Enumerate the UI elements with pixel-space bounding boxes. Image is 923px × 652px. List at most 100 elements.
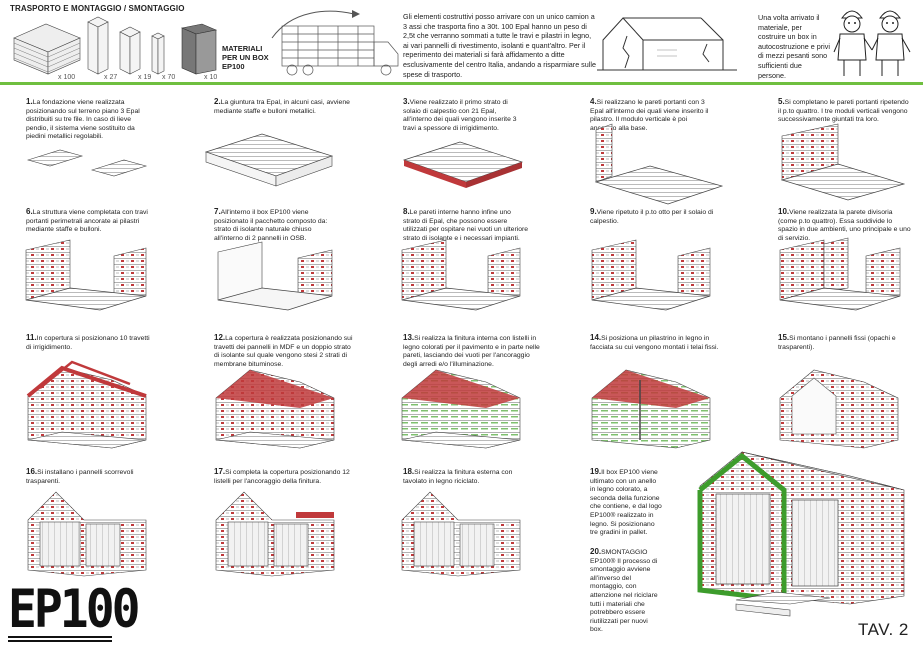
step-number: 14.	[590, 333, 602, 342]
step-2: 2.La giuntura tra Epal, in alcuni casi, …	[214, 97, 354, 116]
step-19: 19.Il box EP100 viene ultimato con un an…	[590, 467, 662, 538]
battens-drawing	[151, 32, 165, 75]
step-2-drawing	[204, 133, 334, 187]
step-text: Viene realizzata la parete divisoria (co…	[778, 209, 911, 242]
step-9-drawing	[591, 239, 711, 311]
step-17: 17.Si completa la copertura posizionando…	[214, 467, 354, 486]
qty-pallets: x 100	[58, 74, 76, 81]
step-number: 10.	[778, 207, 790, 216]
step-text: La fondazione viene realizzata posiziona…	[26, 99, 140, 141]
sheet-number: TAV. 2	[858, 620, 909, 639]
step-15: 15.Si montano i pannelli fissi (opachi e…	[778, 333, 908, 352]
step-1-drawing	[26, 149, 148, 177]
step-text: Si realizzano le pareti portanti con 3 E…	[590, 99, 709, 132]
step-number: 9.	[590, 207, 597, 216]
header-divider	[0, 82, 923, 85]
step-number: 3.	[403, 97, 410, 106]
step-text: Viene ripetuto il p.to otto per il solai…	[590, 209, 714, 225]
step-18: 18.Si realizza la finitura esterna con t…	[403, 467, 529, 486]
step-text: Viene realizzato il primo strato di sola…	[403, 99, 517, 132]
step-10-drawing	[779, 237, 901, 311]
step-18-drawing	[401, 491, 521, 577]
step-3-drawing	[402, 141, 524, 188]
ep100-logo: EP100	[8, 578, 141, 644]
step-number: 4.	[590, 97, 597, 106]
step-number: 15.	[778, 333, 790, 342]
step-number: 11.	[26, 333, 37, 342]
step-6: 6.La struttura viene completata con trav…	[26, 207, 150, 235]
step-8-drawing	[401, 239, 521, 311]
step-11-drawing	[26, 360, 147, 449]
step-text: In copertura si posizionano 10 travetti …	[26, 335, 150, 351]
step-number: 13.	[403, 333, 415, 342]
step-text: Si completa la copertura posizionando 12…	[214, 469, 350, 485]
step-text: Si completano le pareti portanti ripeten…	[778, 99, 909, 124]
step-text: La struttura viene completata con travi …	[26, 209, 148, 234]
step-13: 13.Si realizza la finitura interna con l…	[403, 333, 543, 369]
step-5: 5.Si completano le pareti portanti ripet…	[778, 97, 912, 125]
step-number: 12.	[214, 333, 226, 342]
post-stack-drawing	[119, 26, 141, 75]
step-3: 3.Viene realizzato il primo strato di so…	[403, 97, 527, 133]
header-band: TRASPORTO E MONTAGGIO / SMONTAGGIO x 100…	[0, 0, 923, 88]
step-number: 5.	[778, 97, 785, 106]
step-14: 14.Si posiziona un pilastrino in legno i…	[590, 333, 726, 352]
self-build-paragraph: Una volta arrivato il materiale, per cos…	[758, 13, 830, 80]
step-4: 4.Si realizzano le pareti portanti con 3…	[590, 97, 714, 133]
step-text: All'interno il box EP100 viene posiziona…	[214, 209, 328, 242]
step-text: Le pareti interne hanno infine uno strat…	[403, 209, 529, 242]
step-7-drawing	[217, 241, 333, 311]
qty-panels: x 10	[204, 74, 218, 81]
step-text: Si posiziona un pilastrino in legno in f…	[590, 335, 719, 351]
step-12: 12.La copertura è realizzata posizionand…	[214, 333, 356, 369]
step-19-final-box-drawing	[697, 451, 905, 617]
qty-beams: x 27	[104, 74, 118, 81]
step-number: 17.	[214, 467, 226, 476]
section-title: TRASPORTO E MONTAGGIO / SMONTAGGIO	[10, 4, 185, 13]
step-20: 20.SMONTAGGIO EP100® Il processo di smon…	[590, 547, 662, 635]
step-number: 16.	[26, 467, 38, 476]
step-text: La giuntura tra Epal, in alcuni casi, av…	[214, 99, 350, 115]
step-11: 11.In copertura si posizionano 10 travet…	[26, 333, 152, 352]
step-8: 8.Le pareti interne hanno infine uno str…	[403, 207, 529, 243]
step-text: Si realizza la finitura esterna con tavo…	[403, 469, 513, 485]
step-number: 7.	[214, 207, 221, 216]
step-text: Si installano i pannelli scorrevoli tras…	[26, 469, 134, 485]
step-17-drawing	[215, 491, 335, 577]
step-text: Si montano i pannelli fissi (opachi e tr…	[778, 335, 896, 351]
step-number: 18.	[403, 467, 415, 476]
step-13-drawing	[401, 369, 521, 449]
step-text: SMONTAGGIO EP100® Il processo di smontag…	[590, 549, 658, 634]
step-14-drawing	[591, 369, 711, 449]
qty-posts: x 19	[138, 74, 152, 81]
logo-text: EP100	[8, 578, 141, 641]
step-12-drawing	[215, 369, 335, 449]
step-number: 6.	[26, 207, 33, 216]
step-number: 20.	[590, 547, 602, 556]
step-number: 8.	[403, 207, 410, 216]
truck-drawing	[271, 10, 399, 76]
workers-icon	[833, 10, 911, 76]
beam-stack-drawing	[87, 16, 109, 75]
step-9: 9.Viene ripetuto il p.to otto per il sol…	[590, 207, 716, 226]
step-16: 16.Si installano i pannelli scorrevoli t…	[26, 467, 150, 486]
logo-pallet-base	[8, 636, 112, 642]
panel-stack-drawing	[180, 23, 218, 75]
transport-paragraph: Gli elementi costruttivi posso arrivare …	[403, 12, 596, 79]
step-text: Il box EP100 viene ultimato con un anell…	[590, 469, 662, 537]
materials-label: MATERIALI PER UN BOX EP100	[222, 44, 269, 71]
step-number: 1.	[26, 97, 33, 106]
step-4-drawing	[594, 123, 724, 205]
step-text: La copertura è realizzata posizionando s…	[214, 335, 353, 368]
step-number: 2.	[214, 97, 221, 106]
step-1: 1.La fondazione viene realizzata posizio…	[26, 97, 154, 142]
step-6-drawing	[25, 239, 147, 311]
step-10: 10.Viene realizzata la parete divisoria …	[778, 207, 912, 243]
step-text: Si realizza la finitura interna con list…	[403, 335, 540, 368]
step-5-drawing	[780, 123, 906, 201]
step-7: 7.All'interno il box EP100 viene posizio…	[214, 207, 340, 243]
qty-battens: x 70	[162, 74, 176, 81]
house-sketch-drawing	[597, 17, 737, 71]
step-number: 19.	[590, 467, 602, 476]
pallet-stack-drawing	[13, 23, 81, 75]
